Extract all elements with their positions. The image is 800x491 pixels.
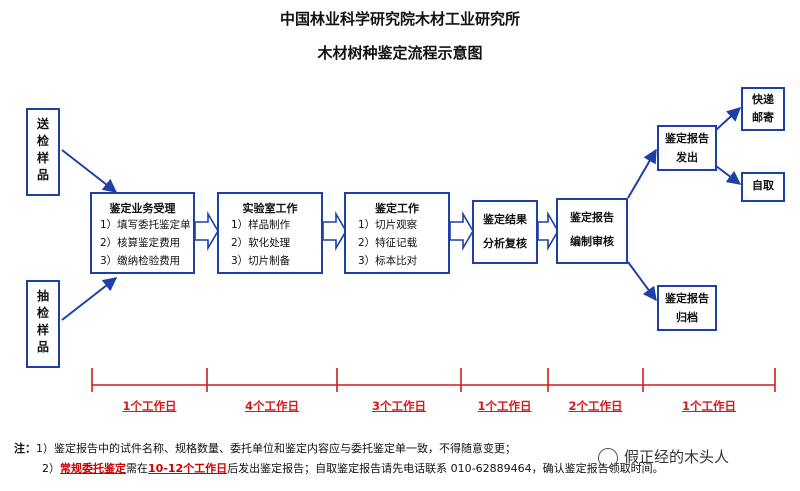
arrow-sample-to-accept <box>61 277 118 321</box>
express-box: 快递 邮寄 <box>741 87 785 131</box>
note-line-2: 2）常规委托鉴定需在10-12个工作日后发出鉴定报告；自取鉴定报告请先电话联系 … <box>42 460 664 476</box>
block-arrow <box>194 211 559 251</box>
arrow-report-to-issue <box>627 148 657 199</box>
step-lab-title: 实验室工作 <box>242 202 298 215</box>
note-prefix: 注： <box>14 442 36 455</box>
timeline <box>91 368 776 392</box>
step-lab-box: 实验室工作 1）样品制作 2）软化处理 3）切片制备 <box>217 192 323 274</box>
note-text: 后发出鉴定报告；自取鉴定报告请先电话联系 010-62889464，确认鉴定报告… <box>227 462 664 475</box>
step-lab-line: 2）软化处理 <box>231 237 291 249</box>
note-highlight: 10-12个工作日 <box>148 462 228 475</box>
step-accept-line: 3）缴纳检验费用 <box>100 255 181 267</box>
arrow-report-to-archive <box>627 261 657 302</box>
timeline-label: 1个工作日 <box>122 399 177 413</box>
step-lab-line: 1）样品制作 <box>231 219 291 231</box>
timeline-label: 2个工作日 <box>568 399 623 413</box>
step-accept-line: 1）填写委托鉴定单 <box>100 219 191 231</box>
watermark: 假正经的木头人 <box>598 446 729 468</box>
express-line: 快递 <box>752 93 774 106</box>
page-title: 中国林业科学研究院木材工业研究所 <box>279 10 520 28</box>
express-line: 邮寄 <box>752 111 774 124</box>
step-identify-line: 1）切片观察 <box>358 219 418 231</box>
issue-line: 鉴定报告 <box>665 132 709 145</box>
report-line: 鉴定报告 <box>570 211 614 224</box>
step-identify-title: 鉴定工作 <box>375 202 419 215</box>
page-subtitle: 木材树种鉴定流程示意图 <box>317 44 483 62</box>
step-accept-line: 2）核算鉴定费用 <box>100 237 181 249</box>
step-lab-line: 3）切片制备 <box>231 255 291 267</box>
note-text: 需在 <box>126 462 148 475</box>
step-accept-box: 鉴定业务受理 1）填写委托鉴定单 2）核算鉴定费用 3）缴纳检验费用 <box>90 192 195 274</box>
arrow-issue-to-pickup <box>715 165 742 185</box>
archive-box: 鉴定报告 归档 <box>657 285 717 331</box>
note-num: 2） <box>42 462 60 475</box>
report-box: 鉴定报告 编制审核 <box>556 198 628 264</box>
wechat-icon <box>598 447 618 468</box>
step-identify-line: 2）特征记载 <box>358 237 418 249</box>
note-line-1: 注：1）鉴定报告中的试件名称、规格数量、委托单位和鉴定内容应与委托鉴定单一致，不… <box>14 440 516 456</box>
analysis-box: 鉴定结果 分析复核 <box>472 200 538 264</box>
step-accept-title: 鉴定业务受理 <box>109 202 176 215</box>
arrow-send-to-accept <box>61 149 118 193</box>
timeline-label: 3个工作日 <box>371 399 426 413</box>
note-text: 1）鉴定报告中的试件名称、规格数量、委托单位和鉴定内容应与委托鉴定单一致，不得随… <box>36 442 516 455</box>
archive-line: 鉴定报告 <box>665 292 709 305</box>
step-identify-box: 鉴定工作 1）切片观察 2）特征记载 3）标本比对 <box>344 192 450 274</box>
sample-check-box: 抽 检 样 品 <box>26 280 60 368</box>
send-sample-box: 送 检 样 品 <box>26 108 60 196</box>
archive-line: 归档 <box>676 311 698 324</box>
pickup-box: 自取 <box>741 172 785 202</box>
timeline-label: 1个工作日 <box>477 399 532 413</box>
note-highlight: 常规委托鉴定 <box>60 462 126 475</box>
watermark-text: 假正经的木头人 <box>624 448 730 466</box>
issue-box: 鉴定报告 发出 <box>657 125 717 171</box>
arrow-issue-to-express <box>715 107 742 131</box>
analysis-line: 鉴定结果 <box>483 213 527 226</box>
step-identify-line: 3）标本比对 <box>358 255 418 267</box>
timeline-label: 1个工作日 <box>681 399 736 413</box>
analysis-line: 分析复核 <box>483 237 527 250</box>
issue-line: 发出 <box>676 151 698 164</box>
timeline-label: 4个工作日 <box>244 399 299 413</box>
pickup-label: 自取 <box>752 179 774 192</box>
report-line: 编制审核 <box>570 235 614 248</box>
